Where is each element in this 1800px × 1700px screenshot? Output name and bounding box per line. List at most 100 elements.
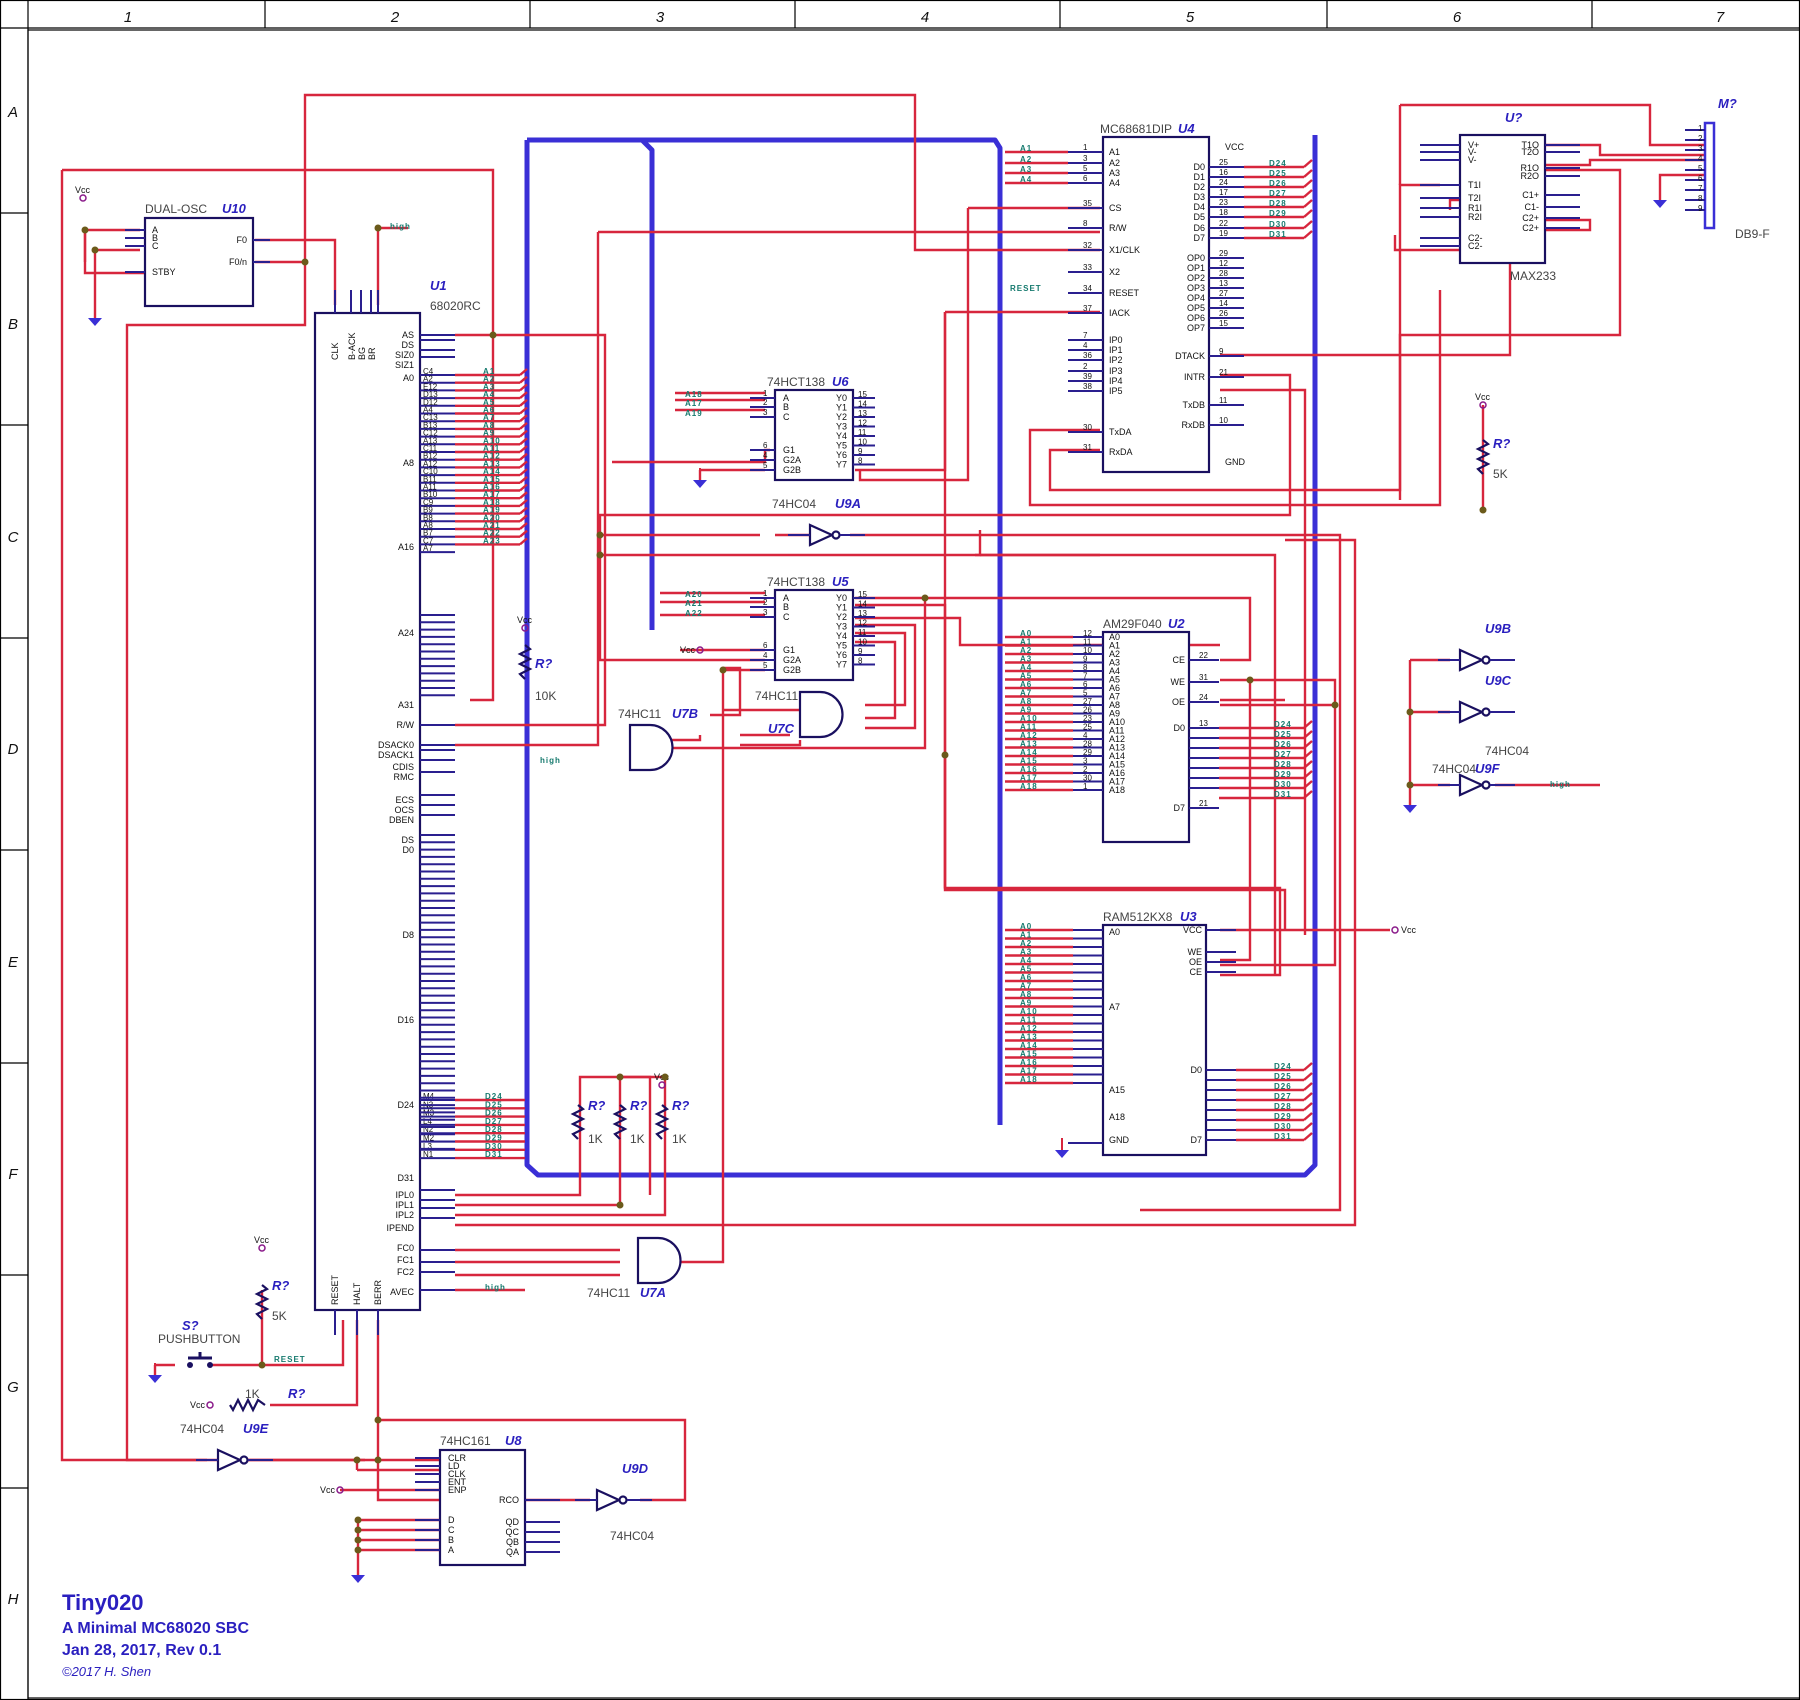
u4-pin-number: 38 <box>1083 382 1092 391</box>
max-pin-name: R2I <box>1468 212 1482 222</box>
u4-pin-name: DTACK <box>1175 351 1205 361</box>
inverter-body <box>1458 773 1485 797</box>
address-net-label: A19 <box>685 409 703 418</box>
bus-entry <box>519 429 528 438</box>
u9a-part: 74HC04 <box>772 497 816 511</box>
address-net-label: A6 <box>1020 973 1032 982</box>
u1-addr-pin: B9 <box>423 506 433 515</box>
address-net-label: A1 <box>1020 931 1032 940</box>
bus-entry <box>1303 760 1313 769</box>
u4-pin-number: 36 <box>1083 351 1092 360</box>
u3-pin-name: VCC <box>1183 925 1203 935</box>
u8-pin-name: A <box>448 1545 454 1555</box>
vcc-label: Vcc <box>190 1400 206 1410</box>
u1-data-pin: L4 <box>423 1117 432 1126</box>
u2-pin-number: 21 <box>1199 799 1208 808</box>
max-pin-name: R2O <box>1520 171 1539 181</box>
max-pin-name: V+ <box>1468 140 1479 150</box>
u8-pin-name: C <box>448 1525 455 1535</box>
u4-pin-name: D4 <box>1193 202 1205 212</box>
address-net-label: A0 <box>1020 922 1032 931</box>
address-net-label: A2 <box>1020 646 1032 655</box>
u4-pin-name: OP1 <box>1187 263 1205 273</box>
u1-addr-pin: D12 <box>423 398 438 407</box>
data-net-label: D30 <box>1274 780 1292 789</box>
decoder-pin-name: G1 <box>783 645 795 655</box>
u1-addr-pin: B13 <box>423 421 438 430</box>
junction-dot <box>374 1456 382 1464</box>
address-net-label: A14 <box>483 467 501 476</box>
u4-pin-number: 3 <box>1083 154 1088 163</box>
inverter-bubble <box>1481 707 1491 717</box>
address-net-label: A21 <box>685 599 703 608</box>
u4-pin-number: 35 <box>1083 199 1092 208</box>
address-net-label: A3 <box>1020 948 1032 957</box>
max-pin-name: T1I <box>1468 180 1481 190</box>
data-net-label: D28 <box>1274 1102 1292 1111</box>
u4-pin-name: IP2 <box>1109 355 1123 365</box>
data-net-label: D31 <box>1274 1132 1292 1141</box>
u2-pin-number: 31 <box>1199 673 1208 682</box>
u1-pin-name: ECS <box>395 795 414 805</box>
max-pin-name: V- <box>1468 155 1477 165</box>
address-net-label: A12 <box>1020 731 1038 740</box>
u1-data-wires <box>455 1098 525 1160</box>
db9-pin-number: 4 <box>1698 154 1703 163</box>
u1-pin-name: OCS <box>394 805 414 815</box>
junction-dot <box>489 331 497 339</box>
u1-addr-pin: C13 <box>423 413 438 422</box>
address-net-label: A17 <box>483 490 501 499</box>
u1-data-pin: L3 <box>423 1142 432 1151</box>
address-net-label: A5 <box>483 398 495 407</box>
u4-pin-name: A4 <box>1109 178 1120 188</box>
u8-pin-name: LD <box>448 1461 460 1471</box>
u9a-ref: U9A <box>835 496 861 511</box>
u1-pin-name: R/W <box>397 720 415 730</box>
decoder-pin-number: 12 <box>858 419 867 428</box>
decoder-pin-name: Y3 <box>836 422 847 432</box>
u4-pin-number: 2 <box>1083 362 1088 371</box>
address-net-label: A1 <box>483 367 495 376</box>
column-label-6: 6 <box>1453 9 1462 26</box>
u2-pin-number: 12 <box>1083 629 1092 638</box>
decoder-pin-name: Y7 <box>836 660 847 670</box>
u4-pin-number: 11 <box>1219 396 1228 405</box>
address-net-label: A12 <box>483 452 501 461</box>
u4-pin-number: 9 <box>1219 347 1224 356</box>
data-net-label: D27 <box>1274 1092 1292 1101</box>
resistor-value: 5K <box>272 1309 287 1323</box>
u2-pin-name: A6 <box>1109 683 1120 693</box>
u1-addr-pin: A4 <box>423 406 433 415</box>
u7b-ref: U7B <box>672 706 698 721</box>
bus-entry <box>1303 1102 1313 1111</box>
reset-net-label: RESET <box>274 1355 306 1364</box>
u4-pin-number: 10 <box>1219 416 1228 425</box>
u9d-part: 74HC04 <box>610 1529 654 1543</box>
address-net-label: A3 <box>1020 655 1032 664</box>
decoder-pin-number: 8 <box>858 457 863 466</box>
u5-part: 74HCT138 <box>767 575 825 589</box>
ground-symbol <box>351 1575 365 1583</box>
data-net-label: D31 <box>485 1150 503 1159</box>
address-net-label: A23 <box>483 536 501 545</box>
data-net-label: D25 <box>1274 730 1292 739</box>
address-net-label: A8 <box>1020 697 1032 706</box>
max-pin-name: R1I <box>1468 203 1482 213</box>
bus-entry <box>1303 179 1313 188</box>
u1-data-pin: N1 <box>423 1150 434 1159</box>
address-net-label: A20 <box>483 513 501 522</box>
data-net-label: D24 <box>485 1092 503 1101</box>
u1-pin-name: DSACK1 <box>378 750 414 760</box>
column-label-7: 7 <box>1716 9 1725 26</box>
ground-symbol <box>148 1375 162 1383</box>
max-pin-name: C2+ <box>1522 223 1539 233</box>
junction-dot <box>353 1456 361 1464</box>
db9-pin-number: 7 <box>1698 184 1703 193</box>
u4-pin-name: TxDA <box>1109 427 1132 437</box>
u7a-ref: U7A <box>640 1285 666 1300</box>
decoder-pin-name: Y1 <box>836 603 847 613</box>
u2-pin-number: 6 <box>1083 680 1088 689</box>
u4-pin-number: 18 <box>1219 208 1228 217</box>
